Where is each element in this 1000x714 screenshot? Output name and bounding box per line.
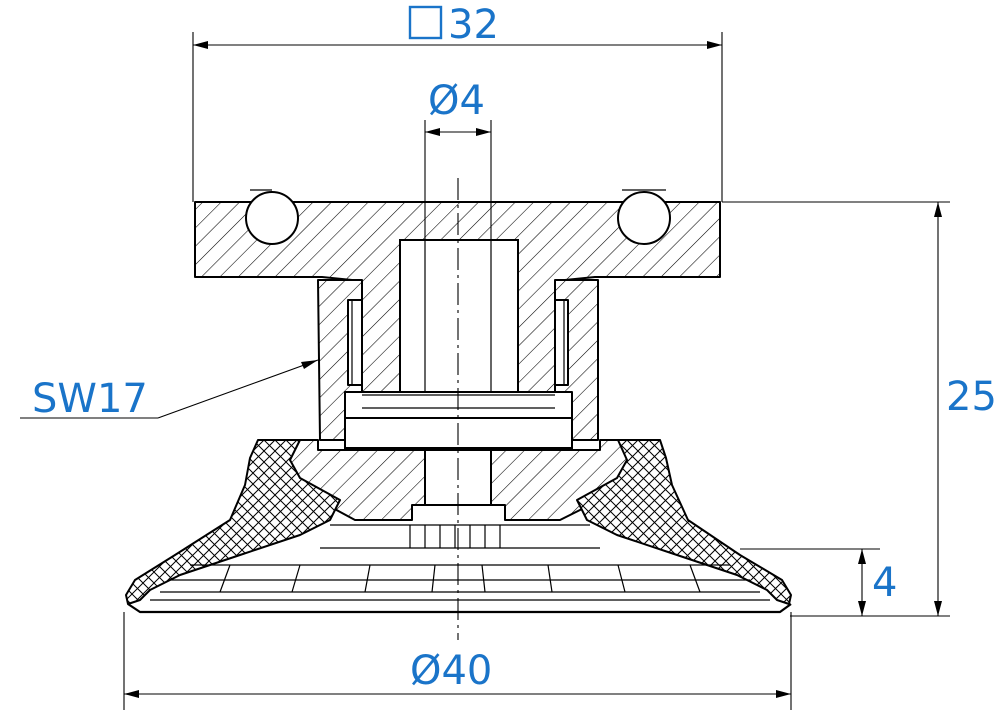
leader-wrench-size: SW17 xyxy=(20,359,319,422)
wrench-size-label: SW17 xyxy=(32,376,148,422)
height-label: 25 xyxy=(946,374,997,420)
dimension-cup-diameter: Ø40 xyxy=(123,612,792,710)
dimension-height-25: 25 xyxy=(722,201,997,617)
square-symbol xyxy=(408,5,443,40)
hex-nut-body xyxy=(317,279,599,441)
support-grid xyxy=(160,524,760,593)
suction-cup xyxy=(125,439,792,614)
cup-diameter-label: Ø40 xyxy=(410,648,492,694)
dimension-square-32: 32 xyxy=(192,2,723,202)
bore-diameter-label: Ø4 xyxy=(428,78,485,124)
dimension-lip-4: 4 xyxy=(740,548,897,616)
lip-height-label: 4 xyxy=(872,560,897,606)
dimension-bore-diameter: Ø4 xyxy=(424,78,492,240)
square-size-label: 32 xyxy=(448,2,499,48)
